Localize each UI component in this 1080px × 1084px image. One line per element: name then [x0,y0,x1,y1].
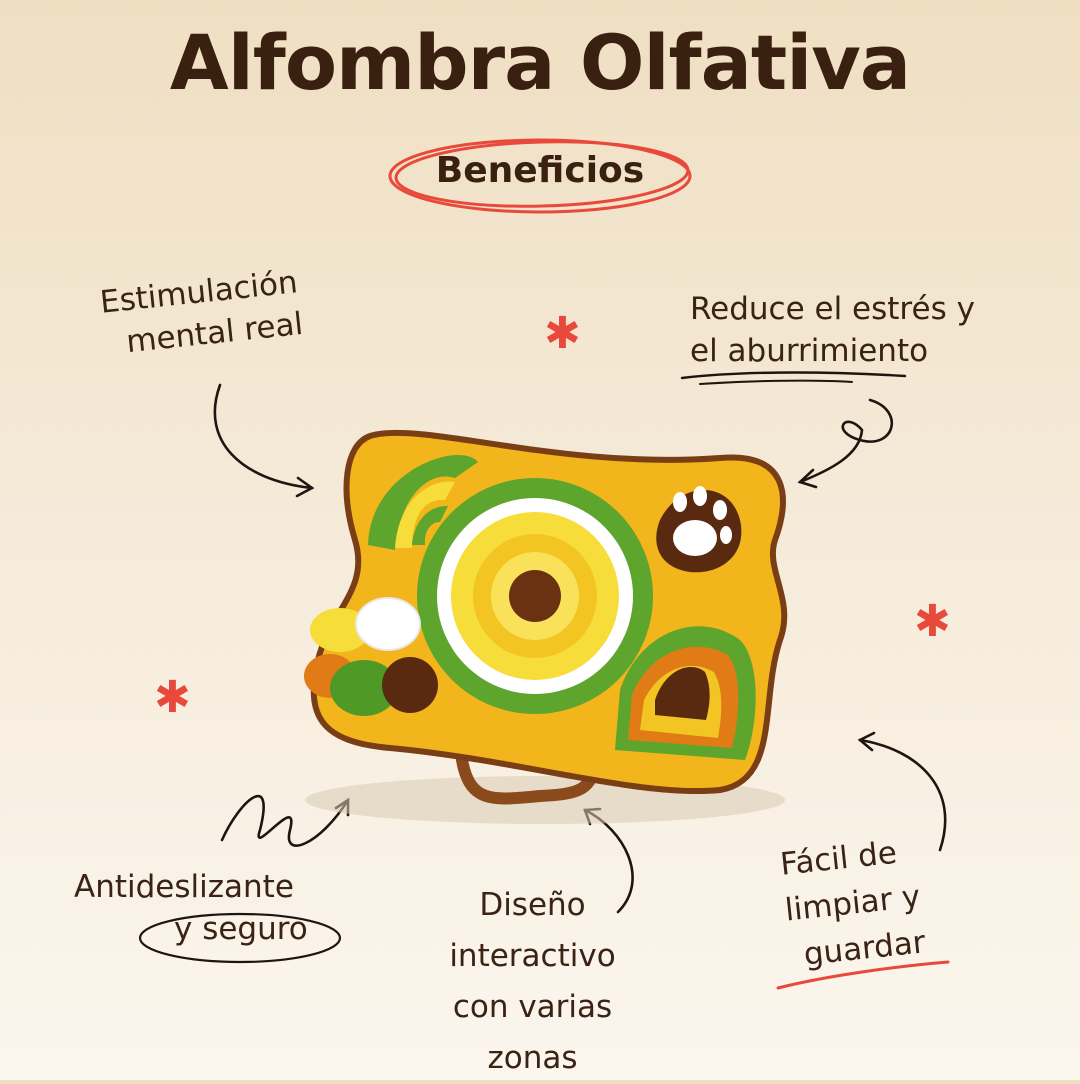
rainbow-piece [368,454,478,550]
page-title: Alfombra Olfativa [169,18,911,107]
benefit-design-line4: zonas [487,1040,578,1076]
paw-print-piece [656,486,742,573]
snuffle-mat-illustration [304,429,788,824]
arrow-mental [213,383,314,490]
benefit-antislip-line2: y seguro [174,911,308,947]
mat-handle [456,754,602,805]
benefit-antislip-line1: Antideslizante [74,869,294,905]
benefit-stress-line2: el aburrimiento [690,333,929,369]
pouches-piece [304,597,438,716]
mat-body [310,429,788,795]
arrow-antislip [220,794,350,847]
arrowhead-design [583,807,602,826]
benefit-mental-stimulation: Estimulación mental real [98,261,305,365]
benefit-antislip: Antideslizante y seguro [74,866,308,950]
asterisk-icon: ✱ [154,672,191,723]
arrowhead-stress [797,468,818,489]
benefit-stress-reduction: Reduce el estrés y el aburrimiento [690,288,975,372]
benefit-design-line1: Diseño [479,887,586,923]
fan-piece [615,626,756,760]
arrow-stress [798,398,894,484]
benefit-design-line2: interactivo [449,938,616,974]
underline-stress [680,371,907,380]
benefit-interactive-design: Diseño interactivo con varias zonas [430,880,635,1084]
asterisk-icon: ✱ [914,596,951,647]
flower-piece [417,478,653,714]
benefit-design-line3: con varias [452,989,613,1025]
arrowhead-mental [295,476,315,498]
benefit-stress-line1: Reduce el estrés y [690,291,975,327]
benefit-easy-clean: Fácil de limpiar y guardar [778,828,928,979]
arrowhead-antislip [334,797,350,817]
asterisk-icon: ✱ [544,308,581,359]
section-subtitle: Beneficios [435,150,645,191]
arrowhead-clean [857,731,876,752]
